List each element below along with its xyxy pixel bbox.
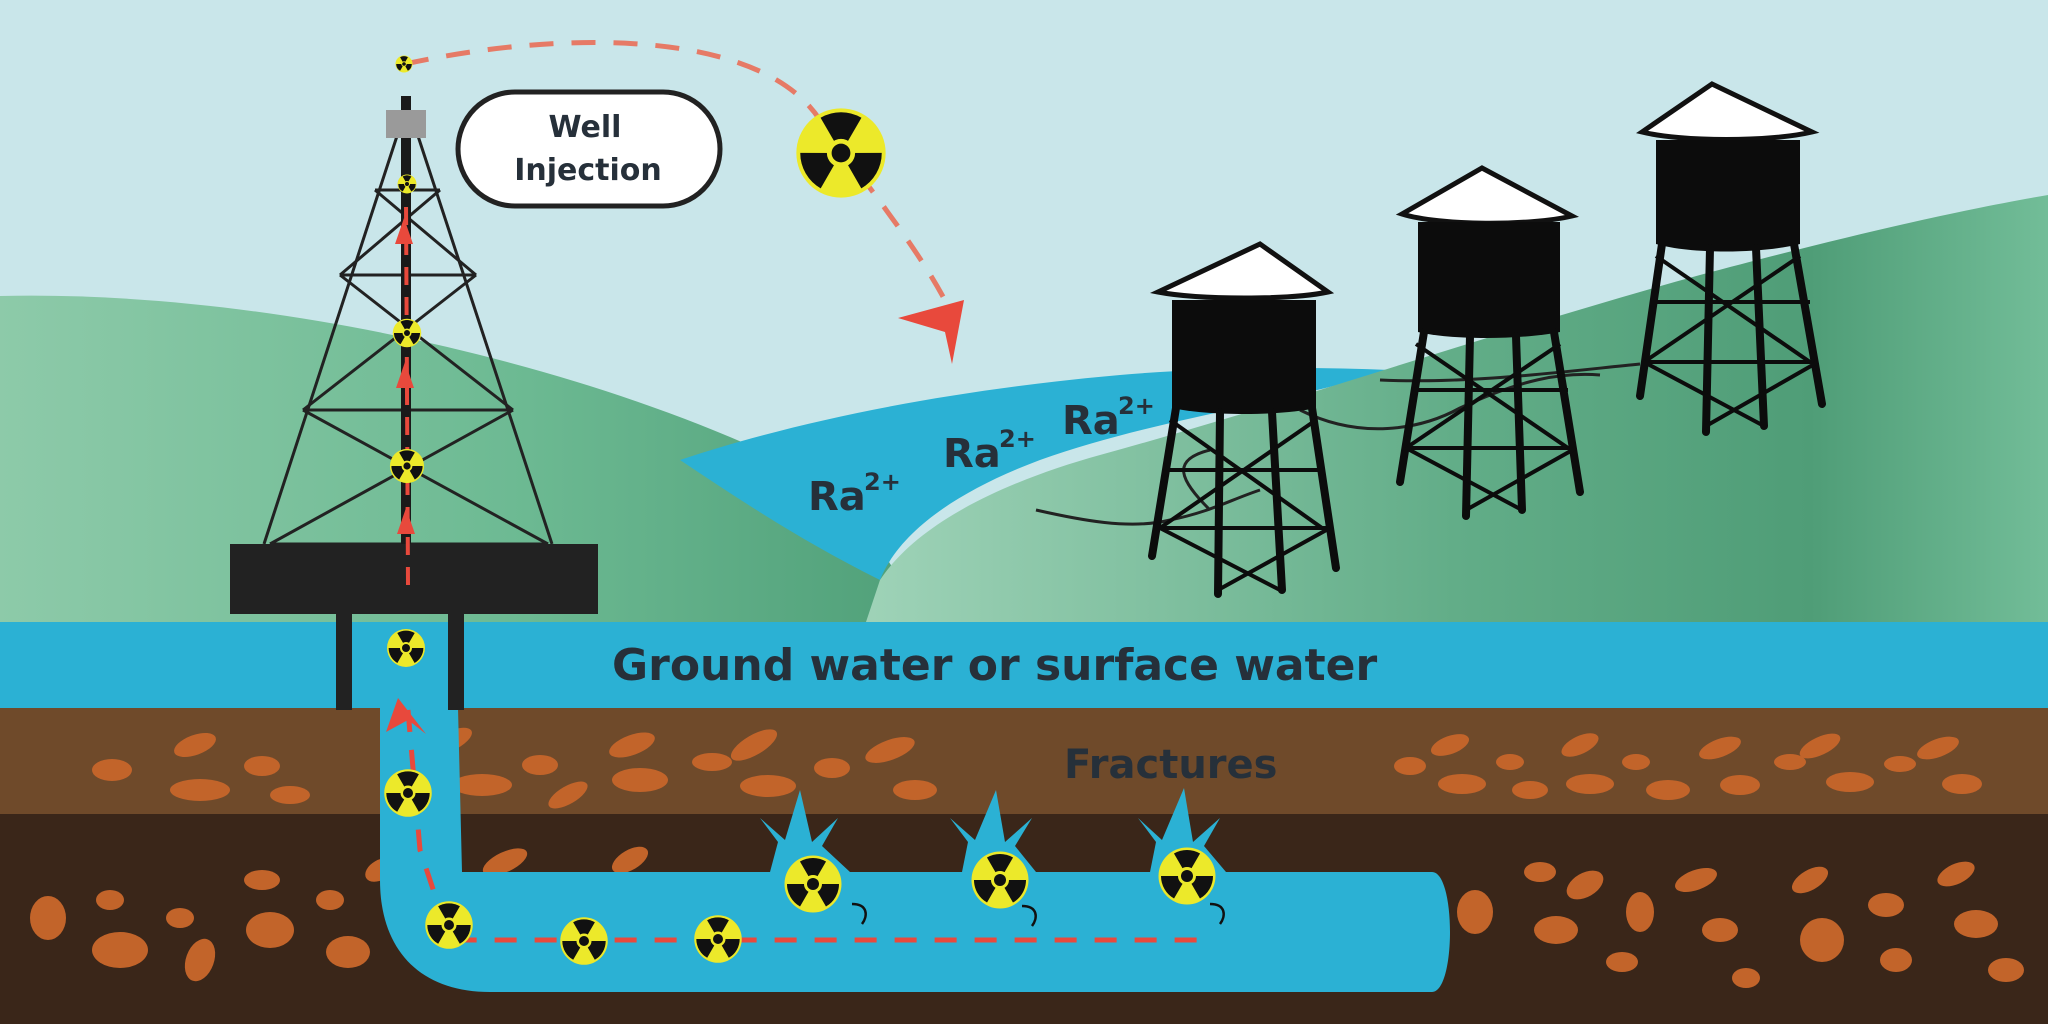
injection-arc (404, 40, 953, 312)
svg-text:2+: 2+ (1118, 392, 1155, 420)
svg-text:2+: 2+ (864, 468, 901, 496)
arrow-icon (397, 508, 415, 534)
fractures-label: Fractures (1064, 742, 1277, 788)
radiation-icon (795, 108, 887, 198)
ground-water-label: Ground water or surface water (612, 640, 1377, 691)
well-injection-label-line2: Injection (514, 153, 662, 188)
blue-lake (680, 367, 1390, 580)
radiation-icon (389, 448, 425, 484)
radiation-icon (970, 851, 1030, 909)
pipe-arrow-icon (386, 698, 426, 734)
svg-text:Ra: Ra (1062, 398, 1120, 444)
rig-flow-arrows (395, 199, 415, 586)
pipe-flow-path (405, 709, 1200, 943)
radiation-icon (395, 55, 413, 73)
arrow-icon (396, 362, 414, 388)
radiation-icon (783, 855, 843, 913)
lower-pebbles (30, 846, 2024, 988)
radiation-icon (693, 915, 743, 963)
radium-label-2: Ra 2+ (943, 425, 1036, 477)
arc-arrowhead-icon (898, 300, 964, 364)
radiation-icon (397, 174, 417, 194)
upper-soil-layer (0, 708, 2048, 814)
water-tower-icon (1148, 241, 1340, 598)
radiation-icon (383, 769, 433, 817)
well-injection-label-line1: Well (549, 110, 622, 145)
well-injection-bubble: Well Injection (455, 89, 723, 209)
arrow-icon (395, 218, 413, 244)
water-tower-icon (1636, 81, 1826, 436)
svg-text:Ra: Ra (808, 474, 866, 520)
pipe-upper-segment (380, 690, 458, 712)
radium-label-3: Ra 2+ (1062, 392, 1155, 444)
svg-text:2+: 2+ (999, 425, 1036, 453)
radium-label-1: Ra 2+ (808, 468, 901, 520)
fracture-flow-arrows (851, 902, 1225, 927)
svg-text:Ra: Ra (943, 431, 1001, 477)
radiation-icon (392, 318, 422, 348)
fracking-pipe (380, 708, 1450, 992)
water-tower-icon (1395, 165, 1584, 520)
radiation-icon (1157, 847, 1217, 905)
radiation-icon (424, 901, 474, 949)
radiation-icon (559, 917, 609, 965)
radiation-icon (386, 629, 426, 667)
